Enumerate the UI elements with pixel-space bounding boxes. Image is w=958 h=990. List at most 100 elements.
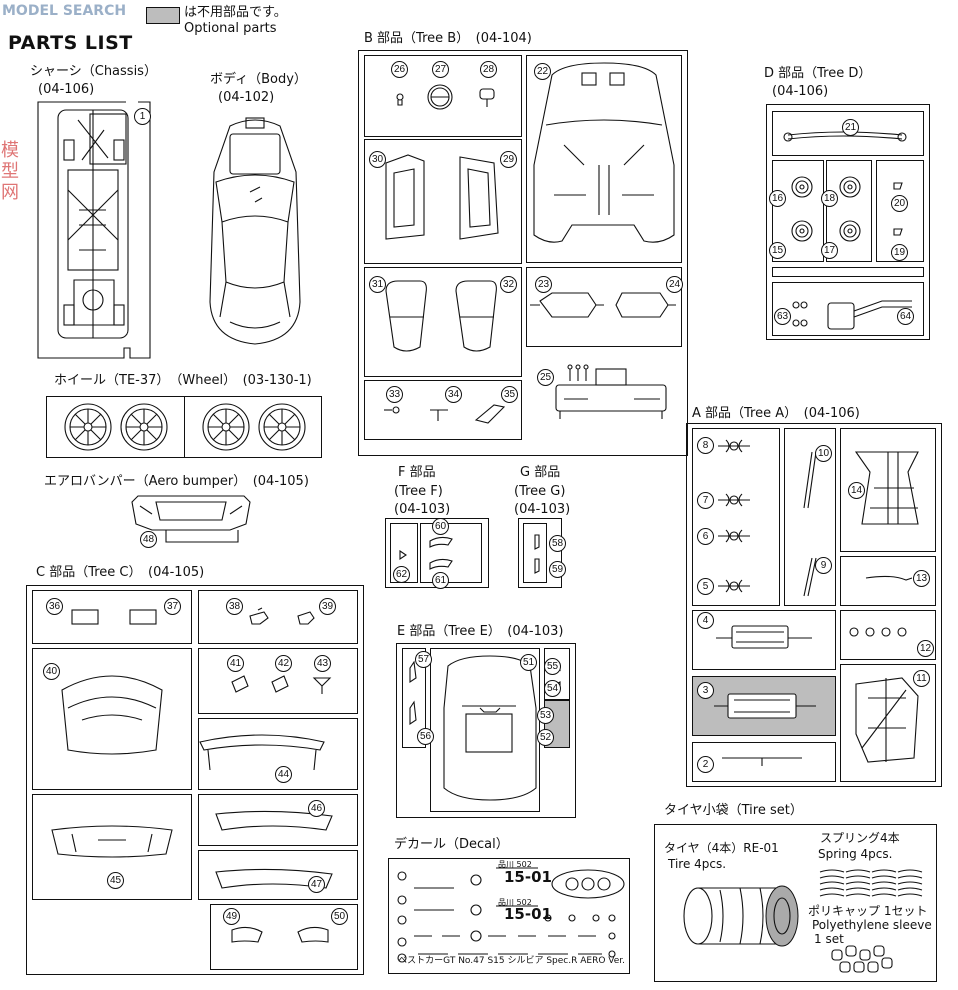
optional-swatch — [146, 7, 180, 24]
part-number: 51 — [520, 654, 537, 671]
treeD-cell — [772, 267, 924, 277]
part-number: 8 — [697, 437, 714, 454]
treeB-parts — [384, 62, 676, 424]
part-number: 11 — [913, 670, 930, 687]
treeC-cell — [32, 648, 192, 790]
decal-sheet — [388, 858, 630, 974]
part-number: 6 — [697, 528, 714, 545]
treeB-title: B 部品（Tree B） (04-104) — [364, 31, 532, 46]
treeA-cell — [840, 610, 936, 660]
decal-title: デカール（Decal） — [394, 837, 509, 852]
part-number: 46 — [308, 800, 325, 817]
part-number: 21 — [842, 119, 859, 136]
treeF-cell — [420, 523, 482, 583]
part-number: 18 — [821, 190, 838, 207]
tire-set-drawing — [683, 869, 923, 973]
treeD-code: (04-106) — [772, 84, 829, 99]
treeA-cell — [840, 556, 936, 606]
part-number: 33 — [386, 386, 403, 403]
part-number: 54 — [544, 680, 561, 697]
decal-plate-small-2: 品川 502 — [498, 898, 532, 907]
body-drawing — [209, 117, 301, 345]
treeA-cell — [692, 610, 836, 670]
treeG-parts — [534, 534, 540, 574]
treeD-cell — [772, 111, 924, 156]
part-number: 57 — [415, 651, 432, 668]
poly-en-1: Polyethylene sleeve — [812, 918, 932, 932]
wheel-title: ホイール（TE-37） （Wheel） (03-130-1) — [54, 373, 312, 388]
poly-ja: ポリキャップ 1セット — [808, 904, 928, 918]
part-number: 30 — [369, 151, 386, 168]
tire-ja: タイヤ（4本）RE-01 — [664, 841, 779, 855]
treeD-cell — [772, 282, 924, 336]
part-number: 48 — [140, 531, 157, 548]
treeC-parts — [51, 607, 333, 943]
page-title: PARTS LIST — [8, 32, 133, 54]
part-number: 14 — [848, 482, 865, 499]
part-number: 20 — [891, 195, 908, 212]
part-number: 41 — [227, 655, 244, 672]
treeA-cell — [692, 428, 780, 606]
treeG-sub: (Tree G) — [514, 484, 566, 499]
tire-en: Tire 4pcs. — [668, 857, 727, 871]
treeA-frame — [686, 423, 942, 787]
part-number: 12 — [917, 640, 934, 657]
part-number: 47 — [308, 876, 325, 893]
part-number: 42 — [275, 655, 292, 672]
treeC-cell — [210, 904, 358, 970]
treeD-frame — [766, 104, 930, 340]
aero-bumper-drawing — [131, 495, 251, 543]
part-number: 36 — [46, 598, 63, 615]
part-number: 5 — [697, 578, 714, 595]
treeB-cell — [526, 267, 682, 347]
decal-plate-1: 15-01 — [504, 868, 552, 886]
treeE-title: E 部品（Tree E） (04-103) — [397, 624, 564, 639]
part-number: 59 — [549, 561, 566, 578]
treeB-cell — [364, 139, 522, 264]
treeB-cell — [364, 267, 522, 377]
part-number: 55 — [544, 658, 561, 675]
treeF-title: F 部品 — [398, 465, 436, 480]
treeA-cell — [840, 428, 936, 552]
treeG-frame — [518, 518, 562, 588]
treeF-sub: (Tree F) — [394, 484, 443, 499]
body-title: ボディ（Body） — [210, 72, 307, 87]
part-number: 3 — [697, 682, 714, 699]
part-number: 40 — [43, 663, 60, 680]
part-number: 35 — [501, 386, 518, 403]
part-number: 27 — [432, 61, 449, 78]
watermark: MODEL SEARCH — [2, 3, 127, 19]
legend-en: Optional parts — [184, 21, 277, 36]
part-number: 52 — [537, 729, 554, 746]
part-number: 29 — [500, 151, 517, 168]
treeB-cell — [364, 55, 522, 137]
decal-plate-2: 15-01 — [504, 905, 552, 923]
decal-caption: ベストカーGT No.47 S15 シルビア Spec.R AERO Ver. — [398, 956, 625, 966]
part-number: 31 — [369, 276, 386, 293]
part-number: 16 — [769, 190, 786, 207]
chassis-drawing — [37, 101, 151, 359]
treeC-cell — [32, 590, 192, 644]
body-code: (04-102) — [218, 90, 275, 105]
treeD-cell — [876, 160, 924, 262]
wheels-drawing — [64, 403, 306, 451]
tire-bag — [654, 824, 937, 982]
part-number: 56 — [417, 728, 434, 745]
part-number: 2 — [697, 756, 714, 773]
treeA-cell — [784, 428, 836, 606]
part-number: 37 — [164, 598, 181, 615]
legend-ja: は不用部品です。 — [184, 5, 287, 20]
treeG-cell — [523, 523, 547, 583]
wheel-tree-divider — [184, 396, 185, 458]
treeG-code: (04-103) — [514, 502, 571, 517]
decal-plate-small-1: 品川 502 — [498, 860, 532, 869]
part-number: 1 — [134, 108, 151, 125]
treeF-code: (04-103) — [394, 502, 451, 517]
part-number: 39 — [319, 598, 336, 615]
part-number: 61 — [432, 572, 449, 589]
aero-title: エアロバンパー（Aero bumper） (04-105) — [44, 474, 309, 489]
treeA-parts — [714, 439, 919, 766]
treeD-cell — [772, 160, 824, 262]
part-number: 45 — [107, 872, 124, 889]
part-number: 44 — [275, 766, 292, 783]
